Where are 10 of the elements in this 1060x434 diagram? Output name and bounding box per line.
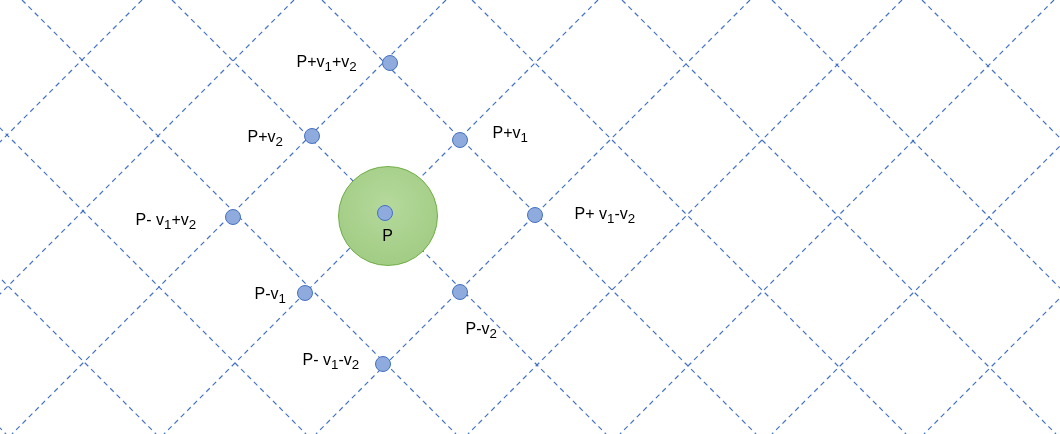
point-label: P+v$_{2}$ — [247, 127, 283, 151]
point-label: P-v$_{2}$ — [465, 319, 497, 343]
point-label: P — [381, 227, 394, 245]
point-label: P+ v$_{1}$-v$_{2}$ — [574, 204, 636, 228]
point-label: P-v$_{1}$ — [254, 284, 286, 308]
point-label: P+v$_{1}$ — [492, 123, 528, 147]
point-label: P+v$_{1}$+v$_{2}$ — [296, 52, 357, 76]
lattice-point — [376, 204, 393, 221]
point-label: P- v$_{1}$-v$_{2}$ — [302, 350, 360, 374]
point-label: P- v$_{1}$+v$_{2}$ — [135, 210, 197, 234]
